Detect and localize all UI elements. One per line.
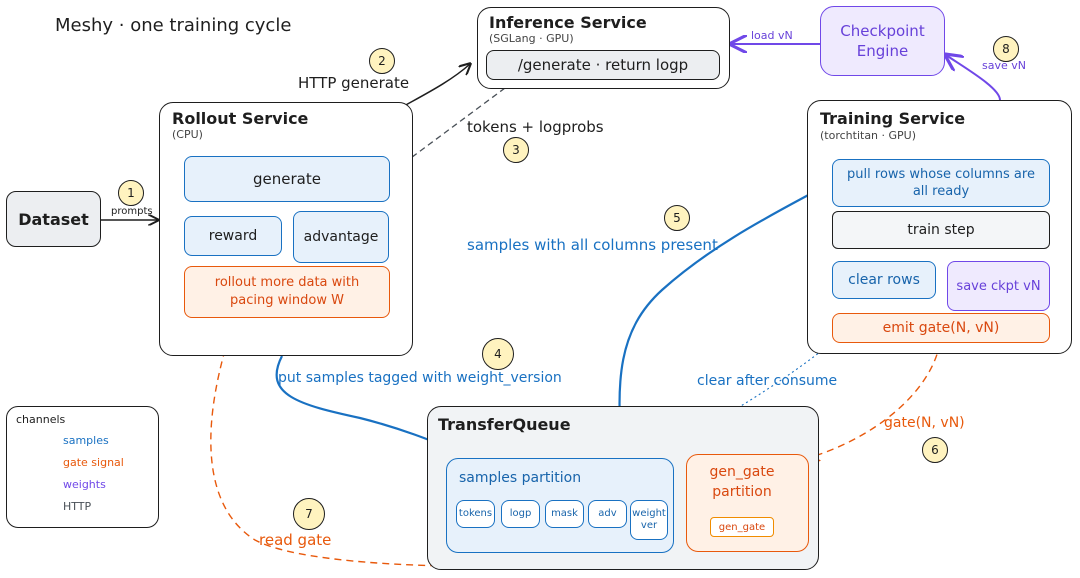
step-badge-2: 2 [369,48,395,74]
transferqueue-box: TransferQueue samples partition tokens l… [427,406,819,570]
step-badge-3: 3 [503,137,529,163]
column-tokens: tokens [456,500,495,528]
clear-after-consume-line [651,297,883,457]
inference-service-box: Inference Service (SGLang · GPU) /genera… [477,7,730,89]
pacing-step: rollout more data with pacing window W [184,266,390,318]
tokens-logprobs-label: tokens + logprobs [467,118,604,136]
save-ckpt-step: save ckpt vN [947,261,1050,311]
legend-box: channels samples gate signal weights HTT… [6,406,159,528]
legend-title: channels [16,413,66,426]
load-vn-label: load vN [751,29,793,42]
samples-partition: samples partition tokens logp mask adv w… [446,458,674,553]
column-logp: logp [501,500,540,528]
samples-present-label: samples with all columns present [467,236,718,254]
column-mask: mask [545,500,584,528]
http-generate-label: HTTP generate [298,74,410,92]
read-gate-label: read gate [259,531,332,549]
step-badge-1: 1 [118,180,144,206]
samples-partition-label: samples partition [459,470,582,486]
save-vn-label: save vN [982,59,1026,72]
reward-step: reward [184,216,282,256]
column-adv: adv [588,500,627,528]
gen-gate-partition: gen_gate partition gen_gate [686,454,809,552]
step-badge-6: 6 [922,437,948,463]
training-title: Training Service [820,109,966,128]
inference-subtitle: (SGLang · GPU) [489,32,574,45]
generate-step: generate [184,156,390,202]
training-service-box: Training Service (torchtitan · GPU) pull… [807,100,1072,354]
training-subtitle: (torchtitan · GPU) [820,129,917,142]
save-vn-arrow [946,55,1001,101]
legend-label-weights: weights [63,478,106,491]
legend-label-http: HTTP [63,500,92,513]
emit-gate-step: emit gate(N, vN) [832,313,1050,343]
advantage-step: advantage [293,211,389,263]
transferqueue-title: TransferQueue [438,415,571,434]
pull-rows-step: pull rows whose columns are all ready [832,159,1050,207]
inference-endpoint: /generate · return logp [486,50,720,80]
checkpoint-title: Checkpoint Engine [840,22,925,60]
rollout-service-box: Rollout Service (CPU) generate reward ad… [159,102,413,356]
inference-title: Inference Service [489,13,647,32]
train-step: train step [832,211,1050,249]
tokens-logprobs-arrow [392,87,506,172]
diagram-title: Meshy · one training cycle [55,15,292,36]
rollout-subtitle: (CPU) [172,128,203,141]
rollout-title: Rollout Service [172,109,309,128]
gen-gate-partition-label: gen_gate partition [709,464,775,500]
dataset-label: Dataset [18,209,89,229]
gate-arrow [808,342,941,458]
gate-label: gate(N, vN) [884,415,965,431]
gen-gate-cell: gen_gate [710,517,774,537]
samples-to-training-arrow [618,182,832,456]
step-badge-4: 4 [482,338,514,370]
checkpoint-engine-box: Checkpoint Engine [820,6,945,76]
legend-label-samples: samples [63,434,109,447]
put-samples-label: put samples tagged with weight_version [278,370,562,386]
step-badge-7: 7 [293,498,325,530]
legend-label-gate: gate signal [63,456,124,469]
column-weight-ver: weight ver [630,500,668,540]
clear-after-label: clear after consume [697,373,838,389]
step-badge-5: 5 [664,205,690,231]
dataset-box: Dataset [6,191,101,247]
prompts-label: prompts [111,206,153,217]
step-badge-8: 8 [993,36,1019,62]
clear-rows-step: clear rows [832,261,936,299]
